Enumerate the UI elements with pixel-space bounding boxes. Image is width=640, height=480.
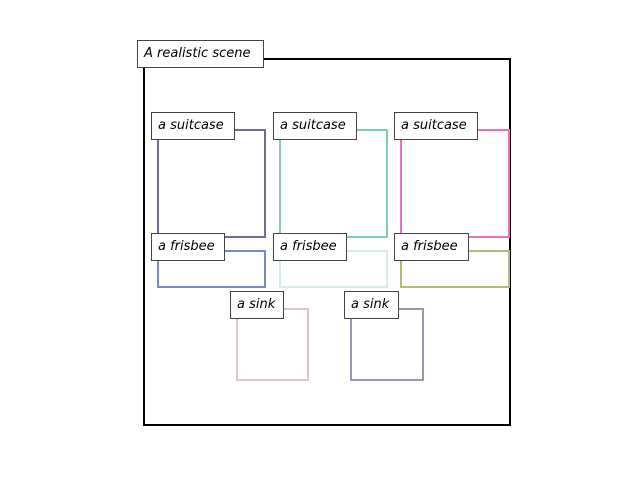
suitcase-label-2: a suitcase [273,112,357,140]
suitcase-box-2 [279,129,388,238]
frisbee-label-2: a frisbee [273,233,347,261]
suitcase-box-3 [400,129,510,238]
scene-frame [143,58,511,426]
scene-title: A realistic scene [137,40,264,68]
sink-box-1 [236,308,309,381]
suitcase-label-3: a suitcase [394,112,478,140]
frisbee-label-3: a frisbee [394,233,469,261]
suitcase-box-1 [157,129,266,238]
sink-label-2: a sink [344,291,399,319]
sink-box-2 [350,308,424,381]
suitcase-label-1: a suitcase [151,112,235,140]
frisbee-label-1: a frisbee [151,233,225,261]
sink-label-1: a sink [230,291,284,319]
